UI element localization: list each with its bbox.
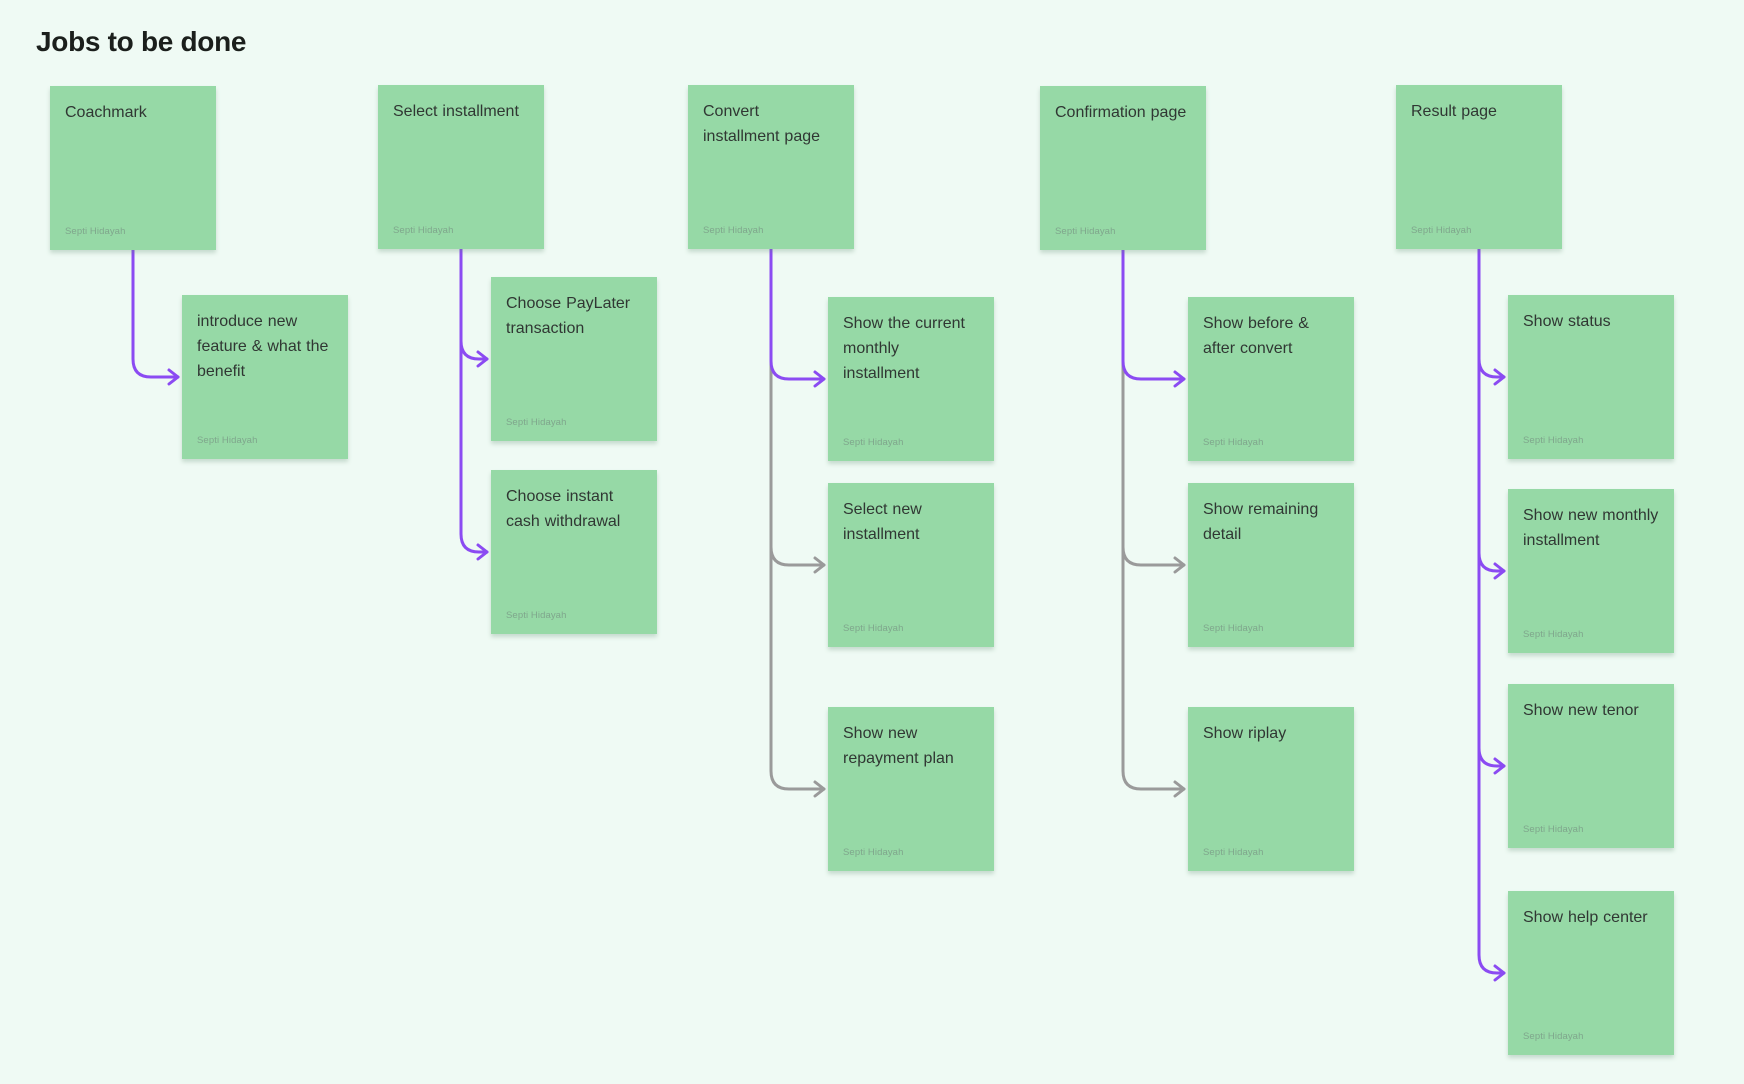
connector-arrow-show-help-center[interactable]	[1477, 247, 1506, 982]
sticky-note-label: Show new tenor	[1523, 702, 1639, 719]
sticky-note-label: Confirmation page	[1055, 104, 1187, 121]
arrowhead-icon	[1173, 556, 1186, 574]
connector-arrow-introduce-new-feature-what[interactable]	[131, 248, 180, 386]
sticky-note-author: Septi Hidayah	[1055, 226, 1116, 237]
arrowhead-icon	[476, 350, 489, 368]
sticky-note-label: Choose instant cash withdrawal	[506, 488, 621, 530]
arrowhead-icon	[813, 370, 826, 388]
sticky-note-author: Septi Hidayah	[843, 437, 904, 448]
sticky-note-label: Show riplay	[1203, 725, 1287, 742]
sticky-note-label: Show remaining detail	[1203, 501, 1319, 543]
sticky-note-label: Coachmark	[65, 104, 147, 121]
sticky-note-author: Septi Hidayah	[1203, 623, 1264, 634]
arrowhead-icon	[476, 543, 489, 561]
sticky-note-label: Show new repayment plan	[843, 725, 954, 767]
sticky-note-author: Septi Hidayah	[1523, 629, 1584, 640]
sticky-note-introduce-new-feature-what[interactable]: introduce new feature & what the benefit…	[182, 295, 348, 459]
sticky-note-label: Select new installment	[843, 501, 922, 543]
sticky-note-author: Septi Hidayah	[506, 417, 567, 428]
sticky-note-author: Septi Hidayah	[1523, 1031, 1584, 1042]
sticky-note-label: introduce new feature & what the benefit	[197, 313, 329, 380]
arrowhead-icon	[1493, 964, 1506, 982]
sticky-note-label: Choose PayLater transaction	[506, 295, 631, 337]
sticky-note-author: Septi Hidayah	[1203, 847, 1264, 858]
sticky-note-author: Septi Hidayah	[197, 435, 258, 446]
sticky-note-author: Septi Hidayah	[393, 225, 454, 236]
connector-arrow-choose-instant-cash-withdrawal[interactable]	[459, 247, 489, 561]
sticky-note-label: Show the current monthly installment	[843, 315, 965, 382]
sticky-note-author: Septi Hidayah	[1523, 435, 1584, 446]
sticky-note-label: Convert installment page	[703, 103, 821, 145]
arrowhead-icon	[1493, 757, 1506, 775]
arrowhead-icon	[1173, 780, 1186, 798]
sticky-note-label: Show help center	[1523, 909, 1648, 926]
sticky-note-author: Septi Hidayah	[703, 225, 764, 236]
arrowhead-icon	[1493, 368, 1506, 386]
connector-arrow-show-new-repayment-plan[interactable]	[769, 247, 826, 798]
sticky-note-author: Septi Hidayah	[1203, 437, 1264, 448]
arrowhead-icon	[1173, 370, 1186, 388]
arrowhead-icon	[813, 780, 826, 798]
sticky-note-label: Show new monthly installment	[1523, 507, 1659, 549]
sticky-note-author: Septi Hidayah	[843, 623, 904, 634]
arrowhead-icon	[1493, 562, 1506, 580]
arrowhead-icon	[813, 556, 826, 574]
sticky-note-label: Show before & after convert	[1203, 315, 1309, 357]
sticky-note-author: Septi Hidayah	[65, 226, 126, 237]
connector-arrow-show-the-current-monthly[interactable]	[769, 247, 826, 388]
arrowhead-icon	[167, 368, 180, 386]
sticky-note-author: Septi Hidayah	[1411, 225, 1472, 236]
sticky-note-author: Septi Hidayah	[1523, 824, 1584, 835]
board-title: Jobs to be done	[36, 26, 247, 57]
connector-arrow-show-riplay[interactable]	[1121, 248, 1186, 798]
sticky-note-author: Septi Hidayah	[843, 847, 904, 858]
sticky-note-label: Result page	[1411, 103, 1497, 120]
sticky-note-label: Show status	[1523, 313, 1611, 330]
connector-arrow-show-before-after-convert[interactable]	[1121, 248, 1186, 388]
sticky-note-label: Select installment	[393, 103, 519, 120]
sticky-note-author: Septi Hidayah	[506, 610, 567, 621]
